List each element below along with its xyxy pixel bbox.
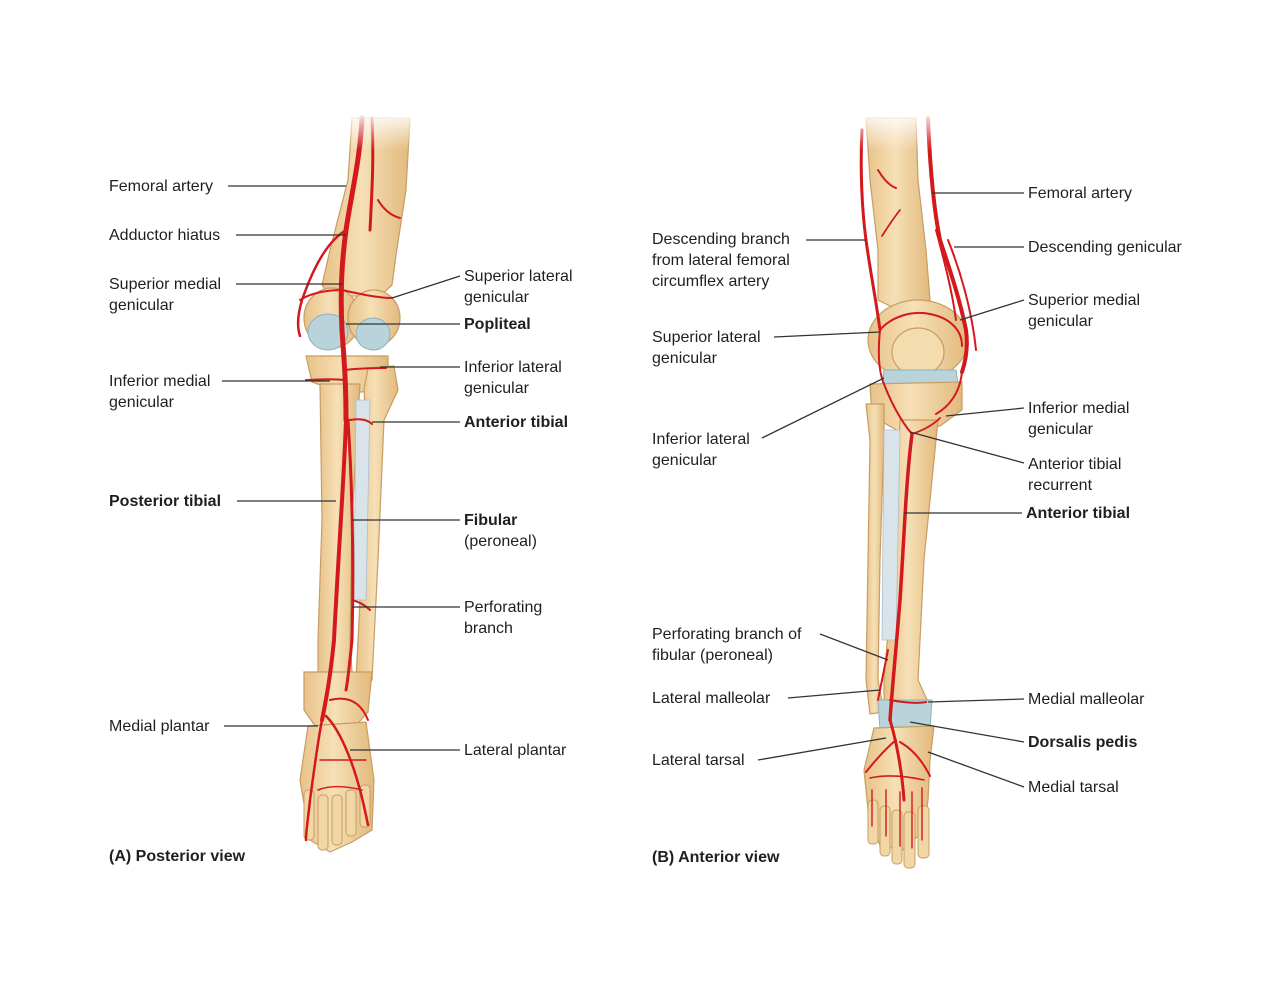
label-b-perforating-branch-fibular-l2: fibular (peroneal) [652, 647, 773, 664]
label-b-femoral-artery: Femoral artery [1028, 185, 1133, 202]
top-fade-b [845, 110, 955, 150]
label-a-adductor-hiatus: Adductor hiatus [109, 227, 221, 244]
ankle-anterior [877, 699, 933, 731]
label-b-inferior-lateral-genicular: Inferior lateral genicular [652, 429, 750, 471]
label-b-anterior-tibial-recurrent-l2: recurrent [1028, 477, 1093, 494]
label-a-fibular-l1: Fibular [464, 512, 518, 529]
interosseous-membrane-a [353, 399, 371, 601]
label-b-inferior-medial-genicular-l2: genicular [1028, 421, 1093, 438]
label-a-fibular-l2: (peroneal) [464, 533, 537, 550]
label-a-femoral-artery: Femoral artery [109, 178, 214, 195]
label-b-descending-branch-l1: Descending branch [652, 231, 790, 248]
label-a-posterior-tibial: Posterior tibial [109, 493, 222, 510]
label-b-medial-malleolar: Medial malleolar [1028, 691, 1145, 708]
top-fade-a [330, 110, 440, 150]
arteries-posterior [296, 115, 401, 842]
label-b-anterior-tibial-recurrent: Anterior tibial recurrent [1028, 454, 1121, 496]
label-b-descending-branch-l3: circumflex artery [652, 273, 770, 290]
label-a-lateral-plantar: Lateral plantar [464, 742, 567, 759]
label-b-lateral-tarsal: Lateral tarsal [652, 752, 745, 769]
label-b-superior-lateral-genicular: Superior lateral genicular [652, 327, 761, 369]
toes-posterior [303, 784, 371, 851]
label-b-inferior-medial-genicular: Inferior medial genicular [1028, 398, 1129, 440]
label-a-anterior-tibial: Anterior tibial [464, 414, 569, 431]
leader-lines [222, 185, 1025, 788]
label-b-superior-medial-genicular-l2: genicular [1028, 313, 1093, 330]
label-a-fibular: Fibular (peroneal) [464, 510, 537, 552]
label-b-descending-branch: Descending branch from lateral femoral c… [652, 229, 790, 292]
toes-anterior [867, 799, 930, 869]
condyle-cartilage-medial [307, 313, 349, 351]
label-a-inferior-lateral-genicular-l2: genicular [464, 380, 529, 397]
label-a-inferior-lateral-genicular: Inferior lateral genicular [464, 357, 562, 399]
label-b-anterior-tibial: Anterior tibial [1026, 505, 1131, 522]
label-a-inferior-medial-genicular-l1: Inferior medial [109, 373, 211, 390]
label-b-lateral-malleolar: Lateral malleolar [652, 690, 771, 707]
label-b-descending-genicular: Descending genicular [1028, 239, 1182, 256]
ankle-posterior [303, 671, 373, 731]
label-b-superior-lateral-genicular-l2: genicular [652, 350, 717, 367]
label-a-perforating-branch-l2: branch [464, 620, 513, 637]
caption-posterior-view: (A) Posterior view [109, 848, 246, 865]
anterior-view-drawing [859, 116, 977, 869]
label-b-superior-lateral-genicular-l1: Superior lateral [652, 329, 761, 346]
label-a-superior-medial-genicular-l2: genicular [109, 297, 174, 314]
label-a-inferior-medial-genicular-l2: genicular [109, 394, 174, 411]
label-b-inferior-medial-genicular-l1: Inferior medial [1028, 400, 1130, 417]
label-a-superior-lateral-genicular-l1: Superior lateral [464, 268, 573, 285]
label-b-inferior-lateral-genicular-l1: Inferior lateral [652, 431, 750, 448]
label-b-medial-tarsal: Medial tarsal [1028, 779, 1119, 796]
label-b-perforating-branch-fibular-l1: Perforating branch of [652, 626, 802, 643]
label-a-superior-lateral-genicular-l2: genicular [464, 289, 529, 306]
label-a-superior-lateral-genicular: Superior lateral genicular [464, 266, 573, 308]
label-b-superior-medial-genicular: Superior medial genicular [1028, 290, 1140, 332]
label-a-perforating-branch: Perforating branch [464, 597, 542, 639]
label-a-perforating-branch-l1: Perforating [464, 599, 543, 616]
patella [891, 327, 945, 377]
label-b-descending-branch-l2: from lateral femoral [652, 252, 790, 269]
condyle-cartilage-lateral [355, 317, 391, 351]
label-b-inferior-lateral-genicular-l2: genicular [652, 452, 717, 469]
caption-anterior-view: (B) Anterior view [652, 849, 780, 866]
label-b-superior-medial-genicular-l1: Superior medial [1028, 292, 1141, 309]
label-a-medial-plantar: Medial plantar [109, 718, 210, 735]
label-a-inferior-medial-genicular: Inferior medial genicular [109, 371, 210, 413]
label-a-superior-medial-genicular: Superior medial genicular [109, 274, 221, 316]
arteries-anterior [859, 116, 977, 849]
label-b-anterior-tibial-recurrent-l1: Anterior tibial [1028, 456, 1122, 473]
label-a-superior-medial-genicular-l1: Superior medial [109, 276, 222, 293]
label-a-inferior-lateral-genicular-l1: Inferior lateral [464, 359, 562, 376]
label-b-dorsalis-pedis: Dorsalis pedis [1028, 734, 1138, 751]
posterior-view-drawing [296, 115, 411, 853]
label-b-perforating-branch-fibular: Perforating branch of fibular (peroneal) [652, 624, 801, 666]
fibula-anterior [865, 403, 885, 715]
label-a-popliteal: Popliteal [464, 316, 531, 333]
